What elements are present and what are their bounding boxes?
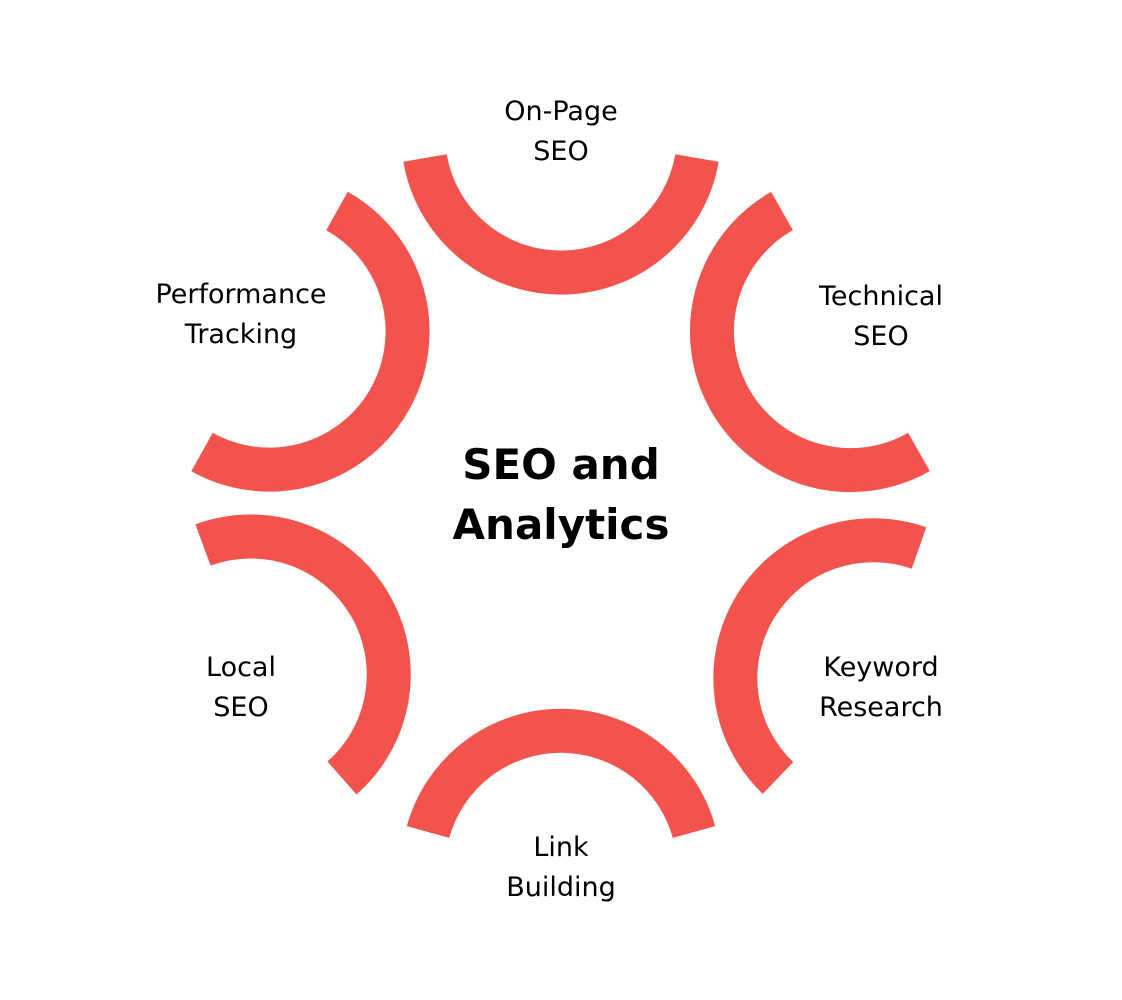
node-label-line2: SEO	[213, 692, 268, 723]
node-label-line2: Building	[506, 872, 616, 903]
center-title-line1: SEO and	[462, 440, 660, 489]
node-keyword-research: Keyword Research	[819, 652, 943, 723]
node-label-line1: Keyword	[823, 652, 938, 683]
arc-performance-tracking	[191, 191, 430, 492]
node-performance-tracking: Performance Tracking	[155, 279, 326, 350]
node-technical-seo: Technical SEO	[818, 281, 943, 352]
node-label-line2: SEO	[533, 136, 588, 167]
arc-keyword-research	[713, 518, 927, 794]
node-label-line2: Tracking	[184, 319, 297, 350]
center-title: SEO and Analytics	[453, 440, 670, 549]
node-link-building: Link Building	[506, 832, 616, 903]
node-label-line1: Technical	[818, 281, 943, 312]
center-title-line2: Analytics	[453, 500, 670, 549]
arc-technical-seo	[689, 191, 930, 493]
node-label-line1: Link	[533, 832, 589, 863]
arc-on-page-seo	[403, 153, 719, 295]
arc-local-seo	[195, 514, 411, 795]
node-label-line1: Local	[206, 652, 276, 683]
node-label-line1: On-Page	[504, 96, 617, 127]
arc-link-building	[406, 708, 716, 839]
node-label-line2: SEO	[853, 321, 908, 352]
node-label-line1: Performance	[155, 279, 326, 310]
node-label-line2: Research	[819, 692, 943, 723]
node-on-page-seo: On-Page SEO	[504, 96, 617, 167]
node-local-seo: Local SEO	[206, 652, 276, 723]
